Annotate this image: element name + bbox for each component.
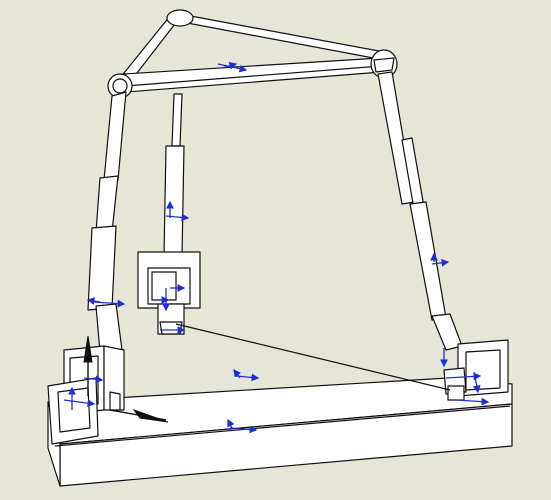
mate-marker-icon — [233, 368, 260, 382]
mate-marker-icon — [165, 200, 190, 222]
mate-markers — [63, 62, 490, 434]
left-leg[interactable] — [47, 91, 127, 445]
center-leg[interactable] — [137, 93, 201, 335]
mate-marker-icon — [217, 62, 248, 73]
top-triangle-frame[interactable] — [107, 9, 398, 99]
mate-marker-icon — [440, 348, 490, 406]
right-leg[interactable] — [377, 71, 509, 401]
tie-line — [175, 323, 451, 391]
mate-marker-icon — [63, 375, 104, 410]
mate-marker-icon — [152, 284, 186, 334]
mate-marker-icon — [86, 297, 126, 308]
mate-marker-icon — [227, 418, 258, 434]
mate-marker-icon — [430, 252, 450, 267]
